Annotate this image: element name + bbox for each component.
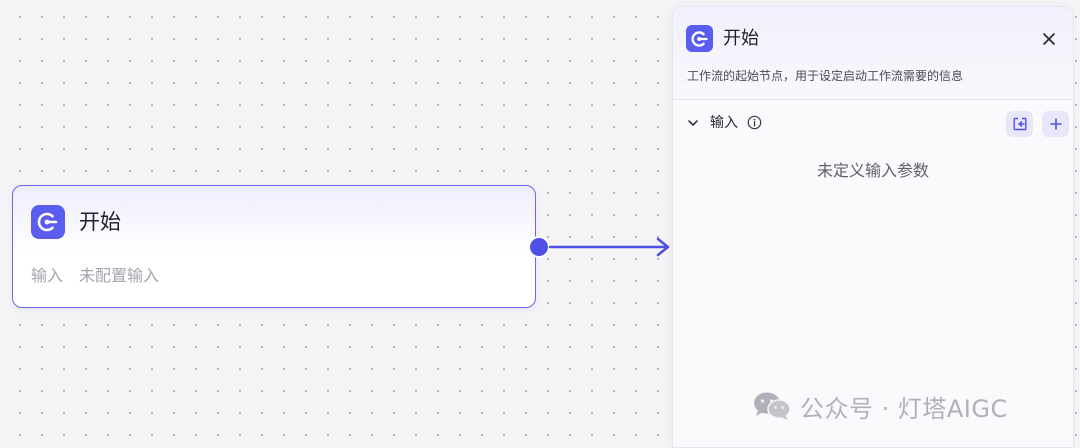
panel-description: 工作流的起始节点，用于设定启动工作流需要的信息 xyxy=(687,69,964,83)
wechat-icon xyxy=(754,392,791,420)
node-output-handle[interactable] xyxy=(528,236,550,258)
import-icon xyxy=(1013,117,1026,131)
start-node-icon xyxy=(686,25,713,52)
node-config-panel: 开始 工作流的起始节点，用于设定启动工作流需要的信息 输入 未定义输入参数 xyxy=(672,6,1074,448)
start-node-icon xyxy=(31,205,65,239)
input-section-label: 输入 xyxy=(710,115,738,131)
collapse-toggle[interactable] xyxy=(685,115,701,131)
add-input-button[interactable] xyxy=(1042,111,1069,137)
empty-inputs-message: 未定义输入参数 xyxy=(816,161,929,180)
start-node[interactable]: 开始 输入 未配置输入 xyxy=(12,185,536,308)
node-title: 开始 xyxy=(79,210,121,234)
connection-arrow xyxy=(548,237,670,257)
panel-title: 开始 xyxy=(723,28,759,49)
node-input-value: 未配置输入 xyxy=(79,266,160,285)
close-button[interactable] xyxy=(1037,27,1061,51)
plus-icon xyxy=(1049,118,1062,130)
close-icon xyxy=(1043,33,1055,45)
watermark-text: 公众号 · 灯塔AIGC xyxy=(800,394,1008,423)
import-variables-button[interactable] xyxy=(1006,111,1033,137)
node-input-label: 输入 xyxy=(31,266,64,285)
info-icon[interactable] xyxy=(747,115,762,130)
chevron-down-icon xyxy=(688,120,698,126)
panel-header xyxy=(673,7,1073,100)
watermark: 公众号 · 灯塔AIGC xyxy=(752,386,1008,426)
